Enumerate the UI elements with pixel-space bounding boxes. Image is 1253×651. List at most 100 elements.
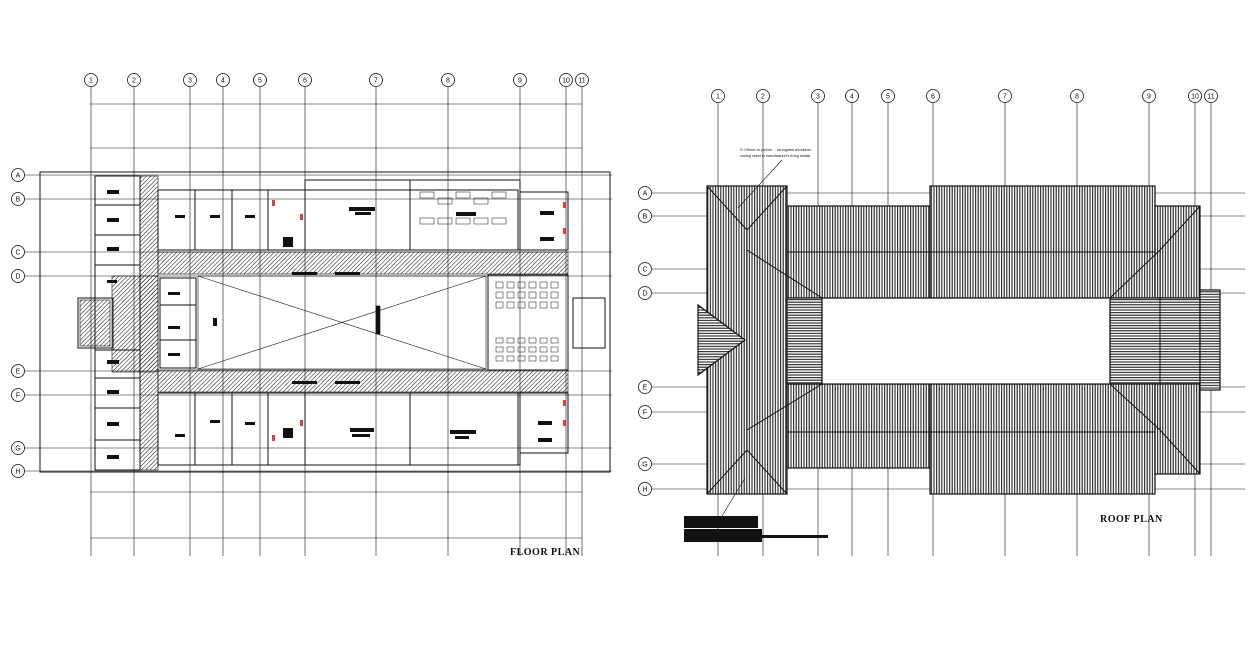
floor-plan-room-label <box>355 212 371 215</box>
roof-plan-grid-label-row-D: D <box>642 291 647 298</box>
floor-plan-desk <box>473 197 489 205</box>
floor-plan-seat <box>550 346 559 353</box>
floor-plan-grid-label-col-9: 9 <box>518 78 522 85</box>
floor-plan-seat <box>550 291 559 299</box>
floor-plan-grid-label-col-7: 7 <box>374 78 378 85</box>
floor-plan-seat <box>506 355 515 362</box>
roof-plan-note-line-2: roofing sheet to manufacturer's fixing d… <box>740 154 810 158</box>
floor-plan-grid-label-row-A: A <box>16 173 21 180</box>
floor-plan-seat <box>528 291 537 299</box>
floor-plan-seat <box>517 337 526 344</box>
floor-plan-room-label <box>210 215 220 218</box>
floor-plan-room-label <box>107 422 119 426</box>
roof-plan-grid-bubble-col-2 <box>756 89 770 103</box>
floor-plan-room-label <box>538 421 552 425</box>
floor-plan-grid-label-col-6: 6 <box>303 78 307 85</box>
floor-plan-grid-bubble-col-11 <box>575 73 589 87</box>
roof-plan-grid-bubble-row-G <box>638 457 652 471</box>
roof-plan-grid-bubble-row-D <box>638 286 652 300</box>
floor-plan-grid-label-row-C: C <box>15 250 20 257</box>
floor-plan-fire-point <box>563 202 566 208</box>
floor-plan-grid-label-col-5: 5 <box>258 78 262 85</box>
floor-plan-grid-label-row-B: B <box>16 197 21 204</box>
floor-plan-fire-point <box>300 420 303 426</box>
floor-plan-seat <box>517 346 526 353</box>
floor-plan-grid-label-col-3: 3 <box>188 78 192 85</box>
floor-plan-room-label <box>107 218 119 222</box>
floor-plan-grid-label-col-10: 10 <box>562 78 570 85</box>
roof-plan-grid-label-col-8: 8 <box>1075 94 1079 101</box>
floor-plan-room-label <box>107 390 119 394</box>
floor-plan-seat <box>495 281 504 289</box>
floor-plan-grid-label-col-8: 8 <box>446 78 450 85</box>
roof-plan-grid-bubble-col-10 <box>1188 89 1202 103</box>
roof-plan-hip-lines <box>706 185 1201 495</box>
floor-plan-desk <box>455 191 471 199</box>
floor-plan-seat <box>495 291 504 299</box>
floor-plan-seating <box>419 191 559 362</box>
floor-plan-seat <box>528 346 537 353</box>
floor-plan-seat <box>506 301 515 309</box>
floor-plan-desk <box>473 217 489 225</box>
floor-plan-courtyard <box>197 275 487 370</box>
floor-plan-grid-bubble-row-F <box>11 388 25 402</box>
roof-plan-grid-bubble-row-E <box>638 380 652 394</box>
roof-plan-grid-label-row-A: A <box>643 191 648 198</box>
floor-plan-room-label <box>540 211 554 215</box>
floor-plan-grid-label-col-11: 11 <box>578 78 585 85</box>
roof-plan-grid-label-row-C: C <box>642 267 647 274</box>
floor-plan-grid-bubble-row-C <box>11 245 25 259</box>
roof-plan-grid-bubble-col-7 <box>998 89 1012 103</box>
floor-plan-seat <box>528 337 537 344</box>
floor-plan-grid-bubble-col-3 <box>183 73 197 87</box>
floor-plan-room-label <box>107 360 119 364</box>
floor-plan-seat <box>528 355 537 362</box>
floor-plan-title: FLOOR PLAN <box>510 547 581 558</box>
floor-plan-fire-point <box>272 435 275 441</box>
floor-plan-grid-label-col-2: 2 <box>132 78 136 85</box>
roof-plan-title: ROOF PLAN <box>1100 514 1163 525</box>
floor-plan-grid-label-col-4: 4 <box>221 78 225 85</box>
roof-plan-grid-bubble-col-4 <box>845 89 859 103</box>
roof-plan-grid-label-col-3: 3 <box>816 94 820 101</box>
roof-plan-grid-bubble-row-B <box>638 209 652 223</box>
floor-plan-room-label <box>335 272 360 275</box>
floor-plan-grid-bubble-row-A <box>11 168 25 182</box>
roof-plan-legend-leader <box>721 477 746 517</box>
roof-plan-grid-bubble-row-H <box>638 482 652 496</box>
floor-plan-grid-label-row-D: D <box>15 274 20 281</box>
floor-plan-grid-bubble-row-D <box>11 269 25 283</box>
floor-plan-fire-point <box>563 420 566 426</box>
floor-plan-fire-point <box>300 214 303 220</box>
floor-plan-seat <box>495 301 504 309</box>
roof-plan-grid-bubble-col-8 <box>1070 89 1084 103</box>
floor-plan-fire-point <box>563 228 566 234</box>
roof-plan-grid-bubble-row-F <box>638 405 652 419</box>
floor-plan-seat <box>550 355 559 362</box>
floor-plan-seat <box>517 301 526 309</box>
floor-plan-room-label <box>175 215 185 218</box>
floor-plan-room-label <box>168 326 180 329</box>
roof-plan-note-line-1: G.I.Sheet on purlins ... corrugated alum… <box>740 148 811 152</box>
floor-plan-seat <box>539 301 548 309</box>
floor-plan-fire-point <box>563 400 566 406</box>
roof-plan-grid-bubble-row-A <box>638 186 652 200</box>
roof-plan-grid-bubble-col-1 <box>711 89 725 103</box>
floor-plan-grid-bubble-col-5 <box>253 73 267 87</box>
floor-plan-desk <box>437 197 453 205</box>
floor-plan-room-labels <box>107 190 554 459</box>
floor-plan-room-label <box>245 422 255 425</box>
floor-plan-seat <box>550 337 559 344</box>
roof-plan-legend <box>684 516 828 542</box>
roof-plan-grid-bubble-col-11 <box>1204 89 1218 103</box>
roof-plan-grid-bubble-col-9 <box>1142 89 1156 103</box>
floor-plan-seat <box>495 337 504 344</box>
floor-plan-room-label <box>107 247 119 251</box>
floor-plan-seat <box>506 291 515 299</box>
floor-plan-desk <box>491 217 507 225</box>
roof-plan-grid-label-col-11: 11 <box>1207 94 1214 101</box>
floor-plan-fire-points <box>272 200 566 441</box>
